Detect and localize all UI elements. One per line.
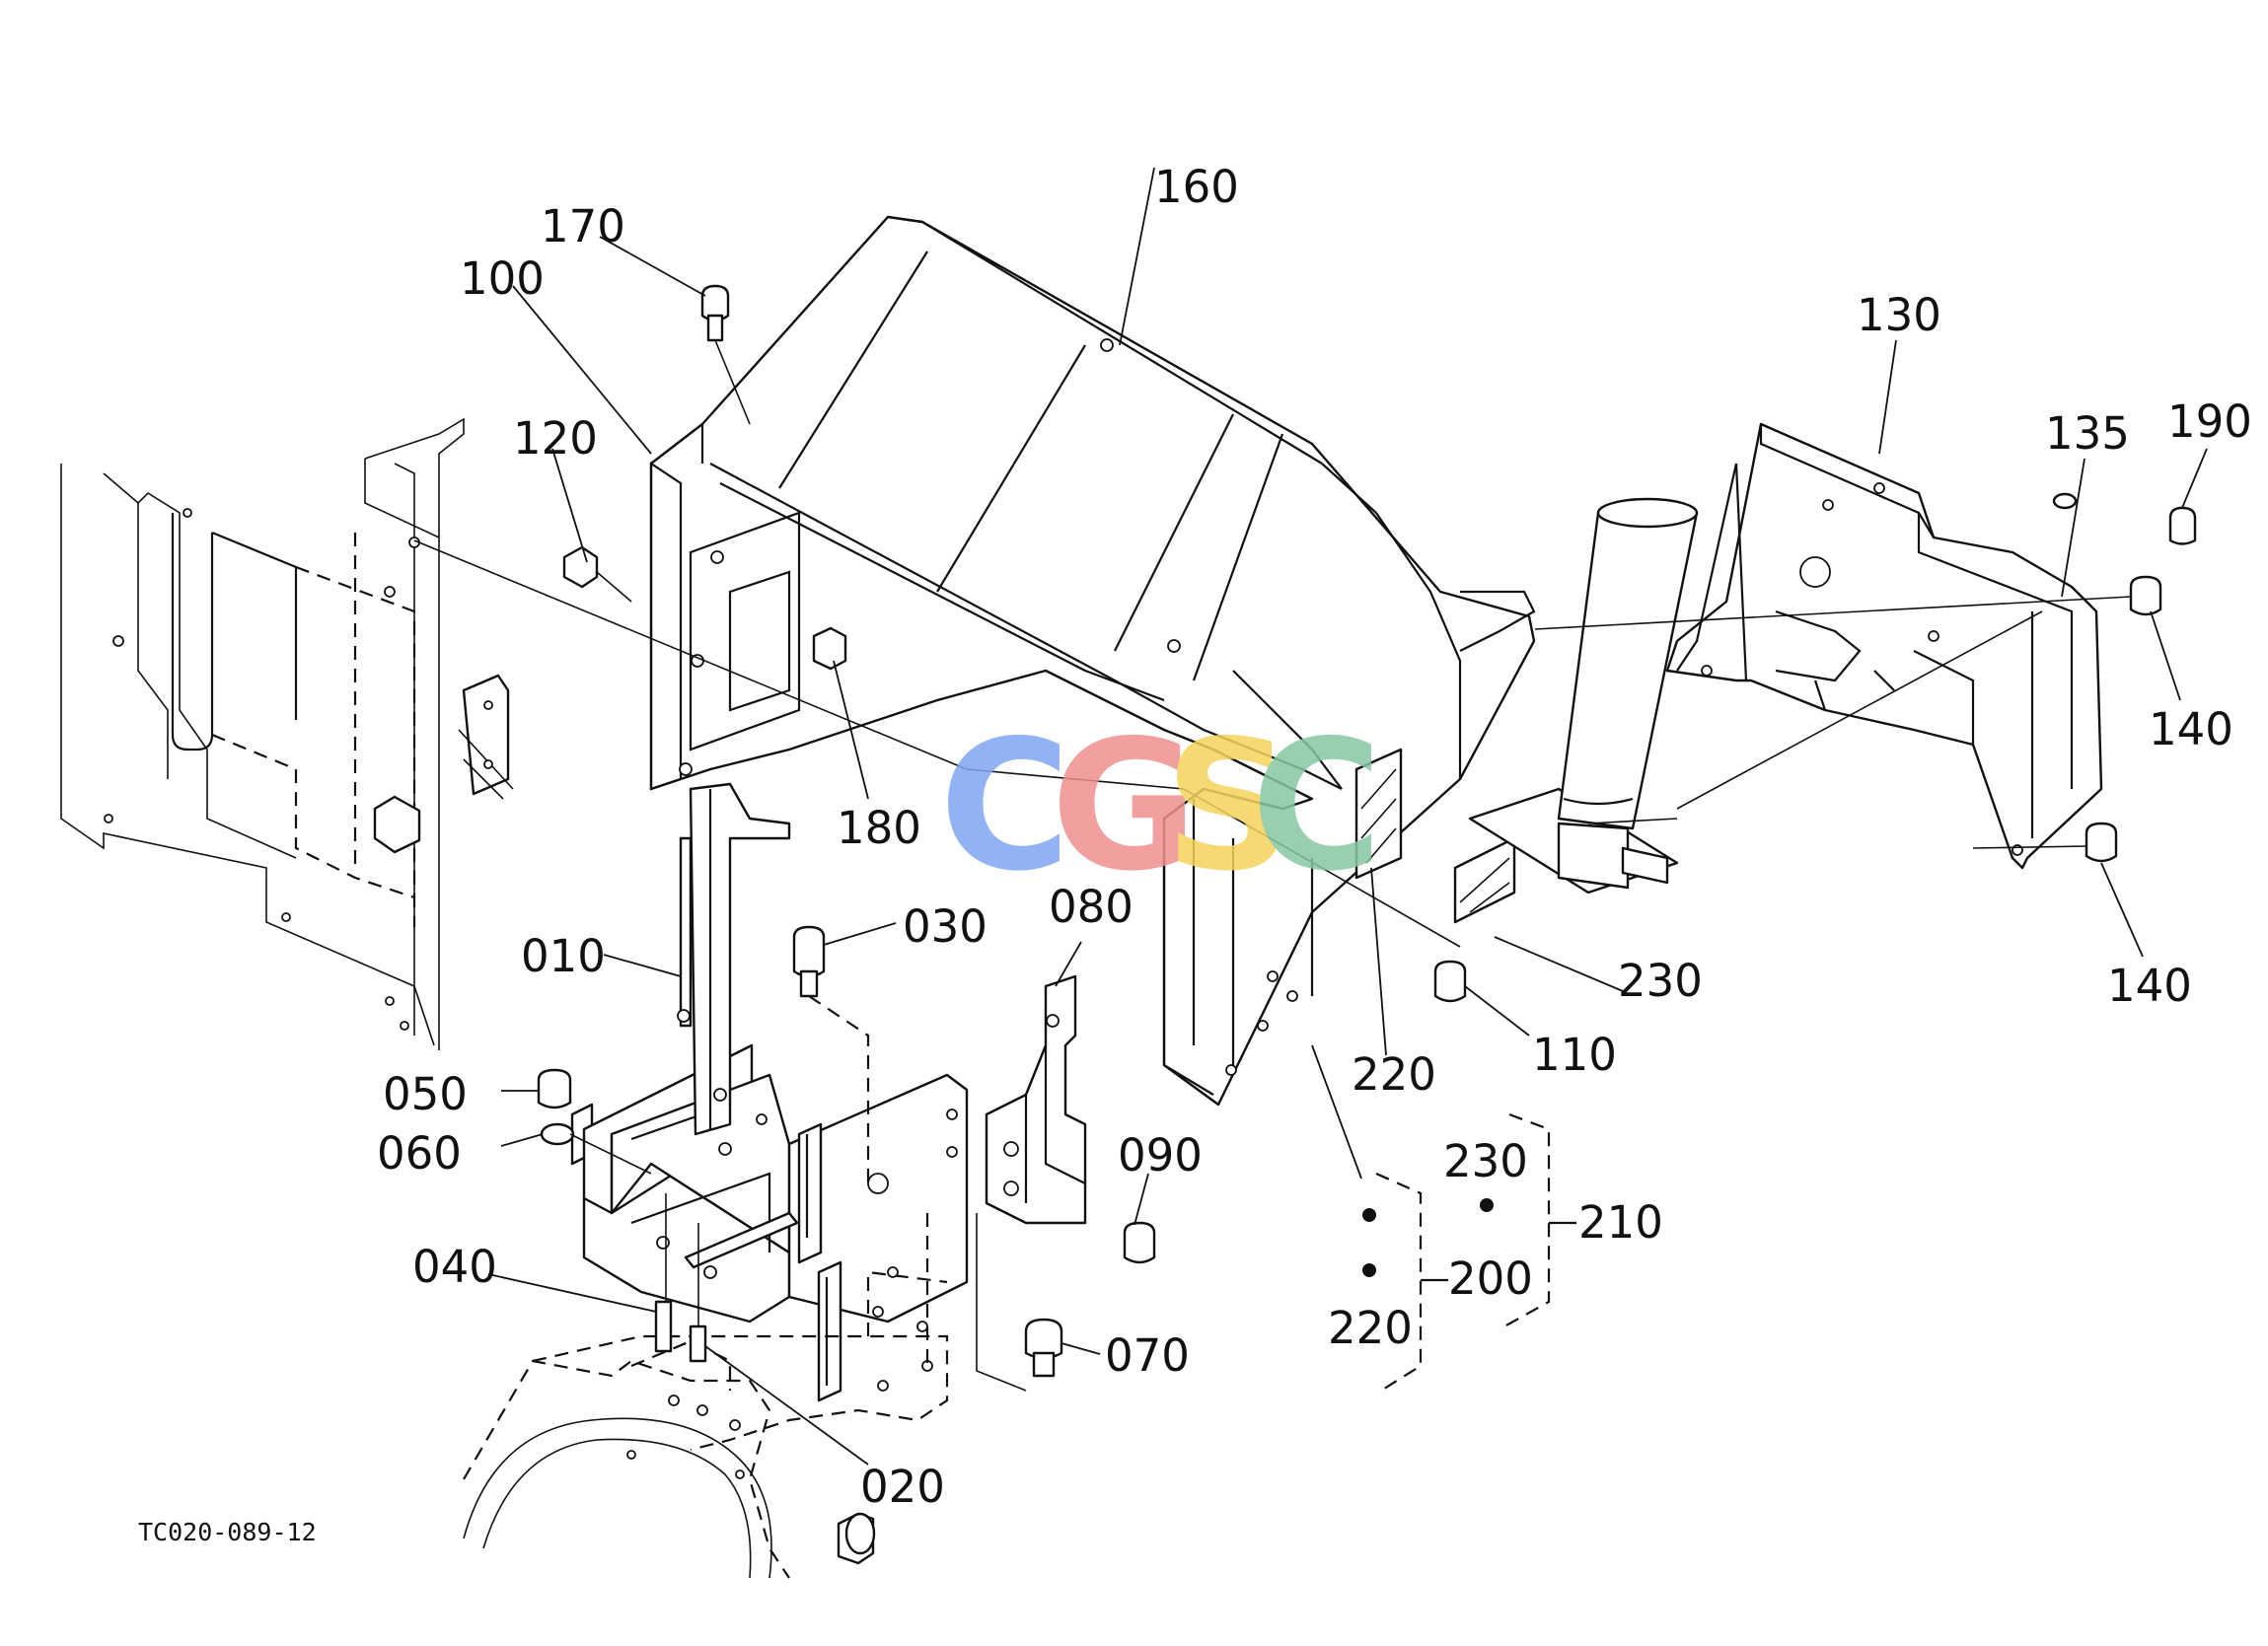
- hardware: [537, 284, 2197, 1378]
- bracket-080: [985, 974, 1087, 1225]
- callout-120: 120: [513, 412, 598, 465]
- callout-140-upper: 140: [2149, 703, 2233, 755]
- callout-040: 040: [412, 1241, 497, 1293]
- kit-groups: [1362, 1112, 1576, 1392]
- callout-100: 100: [460, 252, 545, 305]
- callout-230-kit: 230: [1443, 1135, 1528, 1187]
- callout-060: 060: [377, 1127, 462, 1180]
- callout-160: 160: [1154, 161, 1239, 213]
- callout-200: 200: [1448, 1252, 1533, 1305]
- callout-220-upper: 220: [1352, 1048, 1436, 1101]
- callout-070: 070: [1105, 1329, 1190, 1382]
- base-casting: [463, 1266, 949, 1579]
- callout-135: 135: [2045, 407, 2130, 460]
- callout-030: 030: [903, 900, 988, 953]
- callout-230-upper: 230: [1618, 955, 1703, 1007]
- callout-130: 130: [1857, 289, 1941, 341]
- callout-140-lower: 140: [2107, 960, 2192, 1012]
- steering-column: [1468, 497, 1699, 895]
- frame-left: [60, 417, 514, 1050]
- callout-020: 020: [860, 1461, 945, 1513]
- callout-110: 110: [1532, 1029, 1617, 1081]
- callout-170: 170: [541, 200, 625, 252]
- callout-050: 050: [383, 1068, 468, 1120]
- plate-assembly: [570, 782, 969, 1402]
- callout-labels: 160 170 100 120 130 135 190 140 140 180 …: [138, 161, 2252, 1546]
- drawing-code: TC020-089-12: [138, 1518, 317, 1546]
- bracket-130: [1665, 422, 2103, 870]
- watermark-letter-g: G: [1051, 701, 1198, 910]
- hood-cover-160: [649, 215, 1536, 1107]
- callout-010: 010: [521, 930, 606, 982]
- watermark-letter-c2: C: [1251, 701, 1383, 910]
- callout-190: 190: [2167, 395, 2252, 448]
- watermark-letter-s: S: [1164, 701, 1293, 910]
- leader-lines: [487, 167, 2208, 1466]
- callout-210: 210: [1578, 1196, 1663, 1249]
- watermark-logo: C G S C: [939, 701, 1383, 910]
- reference-lines: [413, 339, 2132, 1392]
- callout-080: 080: [1049, 881, 1134, 933]
- callout-180: 180: [837, 802, 921, 854]
- callout-090: 090: [1118, 1129, 1203, 1181]
- watermark-letter-c: C: [939, 701, 1071, 910]
- callout-220-kit: 220: [1328, 1302, 1413, 1354]
